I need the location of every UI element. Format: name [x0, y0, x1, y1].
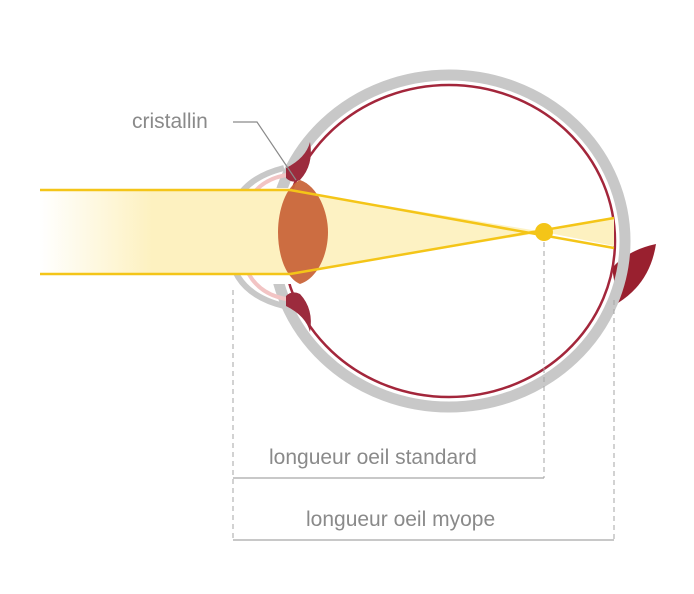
ray-bottom-refracted — [289, 216, 615, 276]
standard-length-label: longueur oeil standard — [269, 446, 477, 469]
lens-leader-line — [233, 121, 297, 181]
iris-upper — [286, 142, 311, 182]
incoming-light-beam — [40, 190, 290, 274]
lens — [278, 180, 328, 284]
myopic-length-label: longueur oeil myope — [306, 508, 496, 531]
converging-light-cone — [290, 190, 544, 274]
diverging-light-cone — [544, 218, 614, 246]
ray-top-refracted — [289, 188, 615, 250]
lens-label: cristallin — [132, 110, 208, 133]
iris-lower — [286, 292, 311, 332]
focal-point — [535, 223, 553, 241]
